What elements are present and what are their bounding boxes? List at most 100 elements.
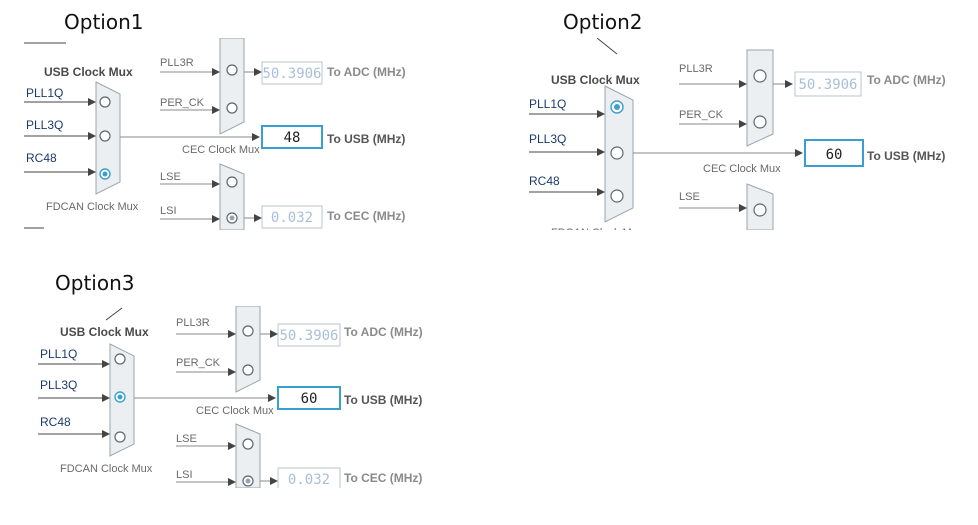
cec-value-box[interactable] [261,205,323,229]
adc-radio-pll3r[interactable] [753,69,767,83]
to-adc-label: To ADC (MHz) [867,73,946,87]
top-partial-wire [105,307,123,321]
pll3r-label: PLL3R [176,317,210,329]
adc-value: 50.3906 [262,66,321,82]
rc48-label: RC48 [40,415,71,429]
arrow-icon [597,188,605,196]
to-cec-label: To CEC (MHz) [327,209,405,223]
arrow-icon [270,330,278,338]
pll3q-label: PLL3Q [26,118,63,132]
arrow-icon [785,80,793,88]
arrow-icon [212,106,220,114]
top-partial-wire [596,38,618,55]
adc-radio-pll3r[interactable] [242,325,254,337]
adc-clock-mux [235,306,261,393]
selected-dot-icon [245,478,251,484]
arrow-icon [268,394,276,402]
lsi-label: LSI [176,469,193,481]
per-ck-label: PER_CK [679,109,724,121]
fdcan-clock-mux-label: FDCAN Clock Mux [46,201,139,213]
arrow-icon [228,368,236,376]
cec-value: 0.032 [288,472,330,488]
cec-value-box[interactable] [277,467,341,488]
to-usb-label: To USB (MHz) [327,132,405,146]
arrow-icon [102,430,110,438]
arrow-icon [254,68,262,76]
usb-clock-mux-label: USB Clock Mux [60,325,149,339]
usb-radio-pll3q[interactable] [99,130,111,142]
arrow-icon [212,68,220,76]
option1-title: Option1 [64,10,144,34]
usb-radio-pll1q[interactable] [114,353,126,365]
usb-value: 48 [284,130,301,146]
usb-radio-pll1q[interactable] [99,96,111,108]
fdcan-clock-mux-label: FDCAN Clock Mux [60,463,153,475]
rc48-label: RC48 [26,151,57,165]
to-adc-label: To ADC (MHz) [327,65,406,79]
adc-value-box[interactable] [261,61,323,85]
arrow-icon [102,394,110,402]
cec-radio-lse[interactable] [226,176,238,188]
usb-clock-mux-label: USB Clock Mux [44,65,133,79]
adc-clock-mux [219,38,245,135]
usb-value-box[interactable] [261,125,323,149]
pll3r-label: PLL3R [160,57,194,69]
cec-clock-mux-label: CEC Clock Mux [182,144,260,156]
usb-clock-mux-label: USB Clock Mux [551,73,640,87]
adc-radio-pll3r[interactable] [226,64,238,76]
option3-title: Option3 [55,271,135,295]
usb-radio-pll3q[interactable] [610,146,624,160]
cec-clock-mux [235,423,261,488]
to-cec-label: To CEC (MHz) [344,471,422,485]
adc-value-box[interactable] [277,323,341,347]
pll3q-label: PLL3Q [529,132,566,146]
arrow-icon [88,168,96,176]
arrow-icon [228,330,236,338]
selected-dot-icon [614,104,620,110]
option3-panel: USB Clock Mux PLL1Q PLL3Q RC48 FDCAN Clo… [38,306,430,488]
adc-radio-per-ck[interactable] [242,364,254,376]
pll1q-label: PLL1Q [529,97,566,111]
to-adc-label: To ADC (MHz) [344,325,423,339]
to-usb-label: To USB (MHz) [867,149,945,163]
pll3q-label: PLL3Q [40,378,77,392]
usb-value-box[interactable] [277,386,341,410]
pll3r-label: PLL3R [679,63,713,75]
usb-value-box[interactable] [804,139,864,167]
selected-dot-icon [102,171,108,177]
adc-radio-per-ck[interactable] [753,115,767,129]
adc-radio-per-ck[interactable] [226,102,238,114]
usb-value: 60 [826,147,843,163]
arrow-icon [102,360,110,368]
cec-radio-lse[interactable] [753,203,767,217]
usb-radio-rc48[interactable] [610,189,624,203]
cec-radio-lse[interactable] [242,438,254,450]
adc-value-box[interactable] [794,71,862,97]
selected-dot-icon [229,215,235,221]
arrow-icon [739,204,747,212]
arrow-icon [212,215,220,223]
lse-label: LSE [679,191,700,203]
selected-dot-icon [117,394,123,400]
arrow-icon [88,98,96,106]
usb-radio-rc48[interactable] [114,431,126,443]
pll1q-label: PLL1Q [40,347,77,361]
cec-value: 0.032 [271,210,313,226]
option2-panel: USB Clock Mux PLL1Q PLL3Q RC48 FDCAN Clo… [527,38,967,230]
pll1q-label: PLL1Q [26,86,63,100]
rc48-label: RC48 [529,174,560,188]
lsi-label: LSI [160,205,177,217]
per-ck-label: PER_CK [160,97,205,109]
arrow-icon [597,148,605,156]
arrow-icon [88,132,96,140]
lse-label: LSE [160,171,181,183]
arrow-icon [252,133,260,141]
cec-clock-mux [219,163,245,230]
to-usb-label: To USB (MHz) [344,393,422,407]
adc-value: 50.3906 [798,77,857,93]
option2-title: Option2 [563,10,643,34]
lse-label: LSE [176,433,197,445]
arrow-icon [228,442,236,450]
per-ck-label: PER_CK [176,357,221,369]
cec-clock-mux-label: CEC Clock Mux [196,405,274,417]
